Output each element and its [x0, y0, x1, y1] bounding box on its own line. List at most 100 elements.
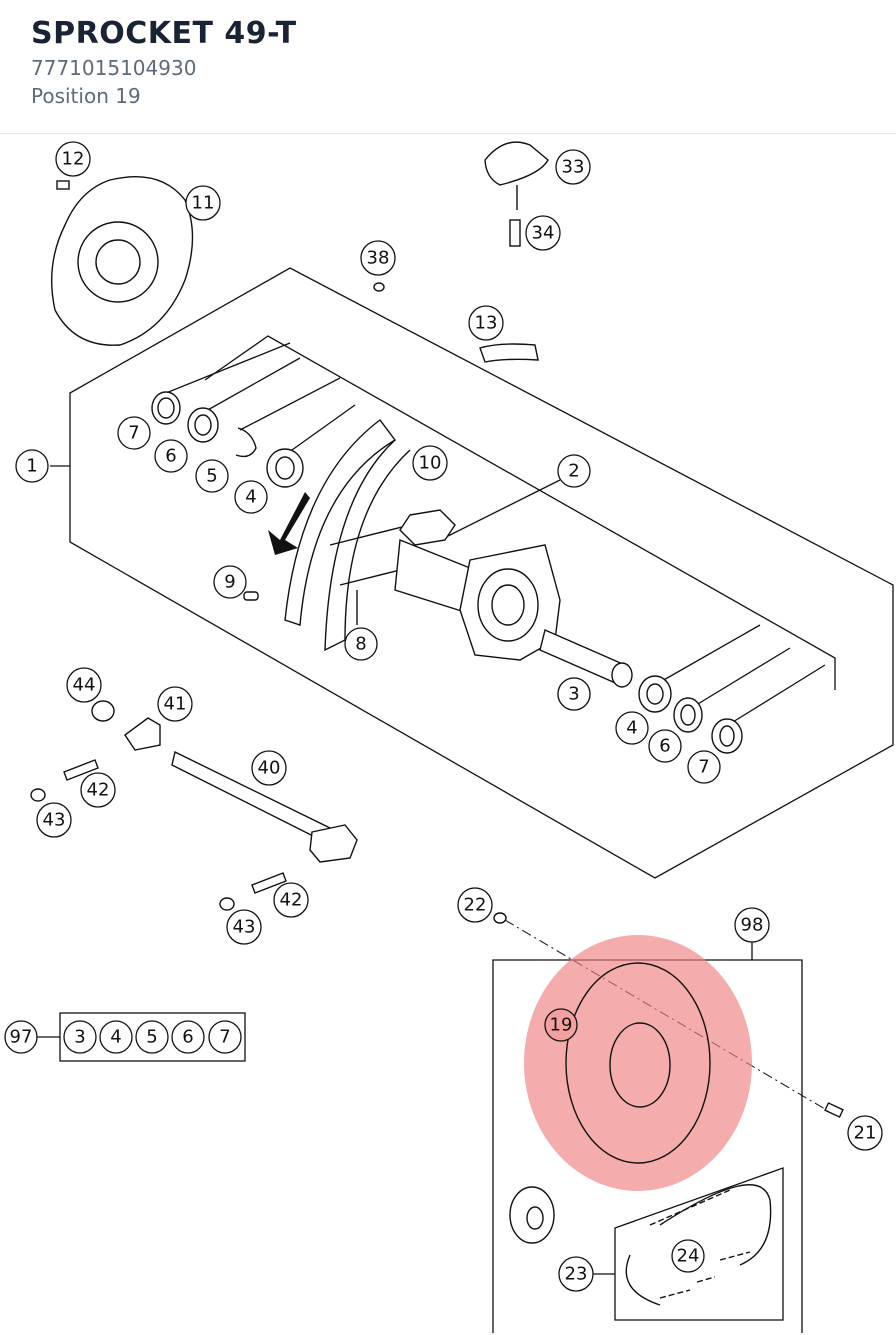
callout-10[interactable]: 10	[412, 445, 448, 481]
svg-text:3: 3	[568, 684, 579, 705]
stand-bolt	[509, 219, 521, 247]
kit-item-3[interactable]: 3	[63, 1020, 97, 1054]
svg-text:42: 42	[280, 890, 303, 911]
svg-text:21: 21	[854, 1123, 877, 1144]
callout-42[interactable]: 42	[80, 772, 116, 808]
svg-text:4: 4	[626, 718, 637, 739]
callout-11[interactable]: 11	[185, 185, 221, 221]
rotation-arrow	[268, 492, 310, 555]
callout-12[interactable]: 12	[55, 141, 91, 177]
callout-33[interactable]: 33	[555, 149, 591, 185]
callout-23[interactable]: 23	[558, 1256, 594, 1292]
callout-44[interactable]: 44	[66, 667, 102, 703]
callout-43[interactable]: 43	[36, 802, 72, 838]
callout-7[interactable]: 7	[687, 750, 721, 784]
spoke-nipple	[243, 591, 259, 601]
svg-text:7: 7	[128, 423, 139, 444]
callout-6[interactable]: 6	[154, 439, 188, 473]
adjuster-bolt-lower	[251, 872, 287, 894]
svg-text:1: 1	[26, 456, 37, 477]
tyre-tag	[479, 343, 539, 363]
callout-38[interactable]: 38	[360, 240, 396, 276]
callout-4[interactable]: 4	[615, 711, 649, 745]
svg-text:40: 40	[258, 758, 281, 779]
callout-2[interactable]: 2	[557, 454, 591, 488]
callout-22[interactable]: 22	[457, 887, 493, 923]
callout-8[interactable]: 8	[344, 627, 378, 661]
callout-19-highlighted[interactable]: 19	[544, 1008, 578, 1042]
rear-sprocket	[565, 962, 711, 1164]
kit-item-7[interactable]: 7	[208, 1020, 242, 1054]
svg-text:41: 41	[164, 694, 187, 715]
inner-frame	[204, 335, 836, 690]
chain-frame	[614, 1167, 784, 1321]
callout-40[interactable]: 40	[251, 750, 287, 786]
svg-text:3: 3	[74, 1027, 85, 1048]
svg-text:22: 22	[464, 895, 487, 916]
bearing-set-left	[151, 391, 304, 488]
callout-98[interactable]: 98	[734, 907, 770, 943]
sprocket-bolt	[824, 1102, 844, 1118]
callout-41[interactable]: 41	[157, 686, 193, 722]
svg-text:7: 7	[698, 757, 709, 778]
adjuster-nut-upper	[30, 788, 46, 802]
callout-43[interactable]: 43	[226, 909, 262, 945]
svg-text:98: 98	[741, 915, 764, 936]
assembly-lines-upper	[165, 342, 561, 541]
svg-text:12: 12	[62, 149, 85, 170]
callout-13[interactable]: 13	[468, 305, 504, 341]
wheel-kit-frame	[69, 267, 894, 879]
svg-text:23: 23	[565, 1264, 588, 1285]
callout-24[interactable]: 24	[671, 1239, 705, 1273]
svg-text:24: 24	[677, 1246, 700, 1267]
assembly-lines-lower	[654, 624, 826, 731]
callout-34[interactable]: 34	[525, 215, 561, 251]
svg-text:34: 34	[532, 223, 555, 244]
part-number: 7771015104930	[31, 56, 197, 80]
part-title: SPROCKET 49-T	[31, 16, 297, 51]
valve-cap	[373, 282, 385, 292]
svg-text:6: 6	[165, 446, 176, 467]
brake-disc	[51, 176, 194, 346]
svg-text:42: 42	[87, 780, 110, 801]
callout-6[interactable]: 6	[648, 729, 682, 763]
axle-nut-block	[124, 717, 161, 751]
svg-text:5: 5	[206, 466, 217, 487]
callout-97[interactable]: 97	[4, 1020, 38, 1054]
stand-part	[484, 141, 549, 210]
svg-text:4: 4	[110, 1027, 121, 1048]
adjuster-bolt-upper	[63, 759, 99, 781]
svg-text:38: 38	[367, 248, 390, 269]
svg-text:10: 10	[419, 453, 442, 474]
svg-text:4: 4	[245, 487, 256, 508]
svg-text:33: 33	[562, 157, 585, 178]
svg-text:44: 44	[73, 675, 96, 696]
part-position: Position 19	[31, 84, 141, 108]
kit-item-5[interactable]: 5	[135, 1020, 169, 1054]
svg-text:8: 8	[355, 634, 366, 655]
callout-3[interactable]: 3	[557, 677, 591, 711]
sprocket-nut	[493, 912, 507, 924]
svg-text:43: 43	[233, 917, 256, 938]
front-sprocket	[509, 1186, 555, 1244]
callout-21[interactable]: 21	[847, 1115, 883, 1151]
callout-7[interactable]: 7	[117, 416, 151, 450]
callout-9[interactable]: 9	[213, 565, 247, 599]
kit-item-4[interactable]: 4	[99, 1020, 133, 1054]
callout-5[interactable]: 5	[195, 459, 229, 493]
wheel-hub	[394, 509, 561, 661]
svg-text:43: 43	[43, 810, 66, 831]
svg-text:5: 5	[146, 1027, 157, 1048]
svg-text:6: 6	[659, 736, 670, 757]
svg-text:7: 7	[219, 1027, 230, 1048]
callout-4[interactable]: 4	[234, 480, 268, 514]
kit-item-6[interactable]: 6	[171, 1020, 205, 1054]
bearing-set-right	[638, 675, 743, 754]
svg-text:11: 11	[192, 193, 215, 214]
callout-42[interactable]: 42	[273, 882, 309, 918]
axle-nut	[91, 700, 115, 722]
chain-links	[649, 1189, 751, 1299]
svg-text:9: 9	[224, 572, 235, 593]
callout-1[interactable]: 1	[15, 449, 49, 483]
